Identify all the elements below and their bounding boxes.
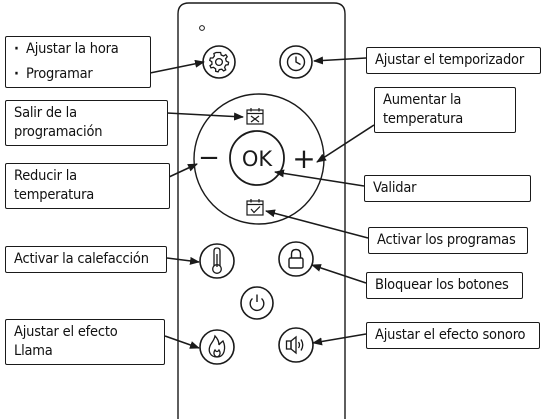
arrow-increase — [316, 124, 375, 163]
lock-icon — [288, 248, 304, 269]
label-decrease-line2: temperatura — [14, 187, 95, 203]
arrow-lock — [311, 264, 367, 284]
timer-button[interactable] — [279, 45, 313, 79]
settings-button[interactable] — [202, 45, 236, 79]
label-sound: Ajustar el efecto sonoro — [366, 322, 540, 349]
label-increase-line2: temperatura — [383, 111, 464, 127]
label-clock-line1: Ajustar la hora — [14, 40, 142, 59]
cancel-program-icon[interactable] — [246, 108, 264, 125]
arrow-timer — [313, 56, 367, 65]
heating-button[interactable] — [199, 243, 235, 279]
clock-icon — [286, 52, 306, 72]
label-exit-line1: Salir de la — [14, 105, 77, 121]
label-activate-text: Activar los programas — [377, 232, 516, 248]
power-icon — [249, 294, 265, 312]
label-lock-text: Bloquear los botones — [375, 277, 509, 293]
label-increase-temp: Aumentar la temperatura — [374, 87, 516, 133]
speaker-icon — [285, 335, 304, 355]
thermometer-icon — [212, 247, 222, 274]
label-clock-program: Ajustar la hora Programar — [5, 36, 151, 88]
label-clock-line2: Programar — [14, 65, 142, 84]
label-exit-program: Salir de la programación — [5, 100, 168, 146]
arrow-validate — [274, 169, 365, 187]
label-validate-text: Validar — [373, 180, 417, 196]
gear-icon — [208, 51, 230, 73]
label-decrease-temp: Reducir la temperatura — [5, 163, 170, 209]
indicator-led — [199, 25, 205, 31]
arrow-sound — [312, 333, 367, 346]
label-exit-line2: programación — [14, 124, 103, 140]
label-heating-text: Activar la calefacción — [14, 251, 149, 267]
ok-button[interactable]: OK — [229, 130, 285, 186]
label-timer-text: Ajustar el temporizador — [375, 52, 524, 68]
label-lock: Bloquear los botones — [366, 272, 523, 299]
flame-effect-button[interactable] — [199, 329, 235, 365]
label-flame-line2: Llama — [14, 343, 53, 359]
label-heating: Activar la calefacción — [5, 246, 167, 273]
lock-button[interactable] — [278, 241, 314, 277]
arrow-exit-program — [166, 112, 244, 121]
power-button[interactable] — [240, 286, 274, 320]
confirm-program-icon[interactable] — [246, 199, 264, 216]
label-activate-programs: Activar los programas — [368, 227, 528, 254]
label-flame: Ajustar el efecto Llama — [5, 319, 165, 365]
label-flame-line1: Ajustar el efecto — [14, 324, 118, 340]
callout-arrows — [149, 56, 375, 349]
flame-icon — [208, 334, 226, 358]
plus-button[interactable]: + — [292, 142, 315, 175]
arrow-flame — [164, 335, 200, 349]
sound-effect-button[interactable] — [278, 327, 314, 363]
arrow-heating — [166, 256, 200, 265]
arrow-decrease — [168, 163, 198, 178]
arrow-activate-programs — [265, 209, 369, 239]
label-sound-text: Ajustar el efecto sonoro — [375, 327, 526, 343]
label-increase-line1: Aumentar la — [383, 92, 462, 108]
label-timer: Ajustar el temporizador — [366, 47, 541, 74]
label-decrease-line1: Reducir la — [14, 168, 77, 184]
label-validate: Validar — [364, 175, 531, 202]
arrow-clock — [149, 59, 205, 74]
ok-label: OK — [242, 147, 274, 171]
minus-button[interactable]: − — [198, 143, 220, 173]
